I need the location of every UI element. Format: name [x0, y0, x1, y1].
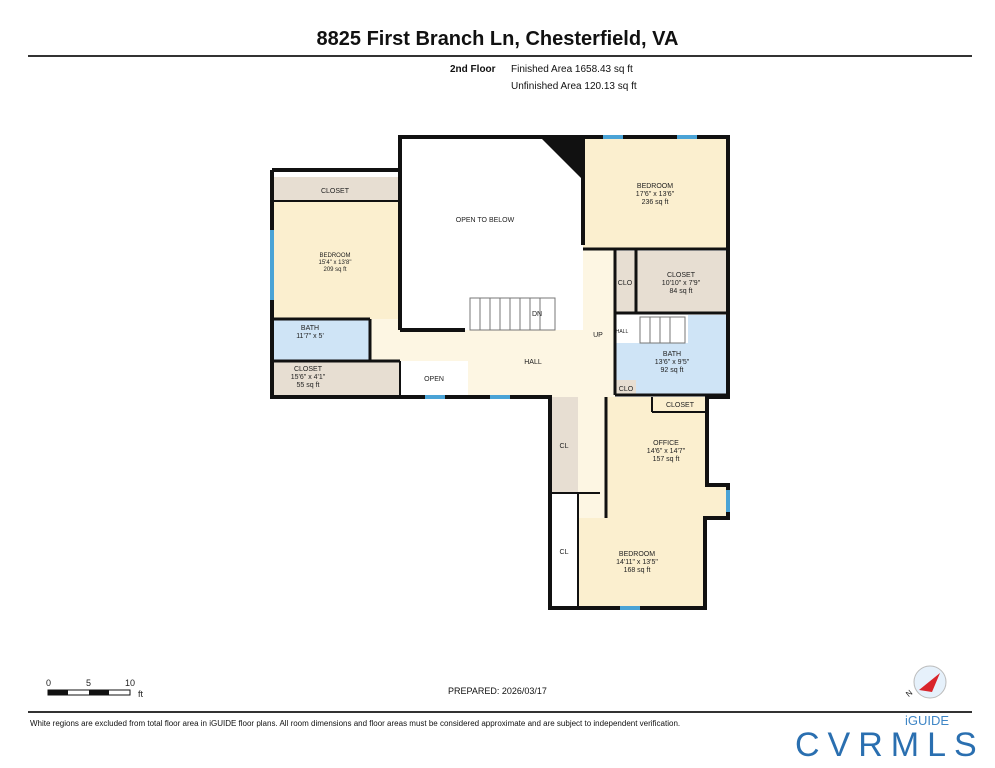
finished-area: Finished Area 1658.43 sq ft — [511, 64, 633, 75]
room-dims: 14'11" x 13'5" — [616, 559, 658, 566]
page-title: 8825 First Branch Ln, Chesterfield, VA — [316, 28, 679, 50]
bottom-divider — [28, 711, 972, 713]
room-label: BATH — [301, 325, 319, 332]
closet-left-area — [272, 361, 400, 397]
room-label: BEDROOM — [619, 551, 655, 558]
bath-left-area — [272, 319, 370, 361]
disclaimer: White regions are excluded from total fl… — [30, 719, 681, 728]
room-label: HALL — [616, 329, 629, 335]
room-dims: 10'10" x 7'9" — [662, 280, 701, 287]
scale-label: 0 — [46, 678, 51, 688]
room-label: CLO — [619, 386, 634, 393]
room-label: OFFICE — [653, 440, 679, 447]
windows — [270, 135, 730, 610]
room-dims: 17'6" x 13'6" — [636, 191, 675, 198]
room-label: BEDROOM — [319, 253, 350, 259]
scale-label: 5 — [86, 678, 91, 688]
floor-name: 2nd Floor — [450, 64, 496, 75]
compass-label: N — [904, 688, 914, 699]
scale-unit: ft — [138, 689, 144, 699]
prepared-date: PREPARED: 2026/03/17 — [448, 686, 547, 696]
unfinished-area: Unfinished Area 120.13 sq ft — [511, 81, 637, 92]
chimney — [540, 137, 583, 180]
bedroom-top-right-area — [583, 137, 728, 249]
bedroom-left-area — [272, 201, 400, 319]
room-area: 209 sq ft — [323, 267, 346, 273]
room-label: CLO — [618, 280, 633, 287]
open-to-below-area — [400, 137, 583, 330]
top-divider — [28, 55, 972, 57]
room-area: 168 sq ft — [624, 567, 651, 574]
room-area: 92 sq ft — [661, 367, 684, 374]
iguide-logo: iGUIDE — [905, 713, 950, 728]
stair-label: UP — [593, 332, 603, 339]
cvrmls-logo: CVRMLS — [795, 726, 985, 764]
room-label: CL — [560, 549, 569, 556]
open-area — [400, 361, 468, 397]
scale-bar: 0 5 10 ft — [46, 678, 144, 699]
compass-icon: N — [904, 665, 947, 699]
room-area: 84 sq ft — [670, 288, 693, 295]
room-label: CL — [560, 443, 569, 450]
room-label: CLOSET — [321, 188, 350, 195]
room-dims: 15'6" x 4'1" — [291, 374, 326, 381]
stair-label: DN — [532, 311, 542, 318]
bedroom-bottom-area — [578, 518, 705, 608]
room-label: BEDROOM — [637, 183, 673, 190]
room-area: 157 sq ft — [653, 456, 680, 463]
room-dims: 13'6" x 9'5" — [655, 359, 690, 366]
closet-right-area — [637, 251, 728, 313]
room-dims: 14'6" x 14'7" — [647, 448, 686, 455]
room-label: CLOSET — [666, 402, 695, 409]
room-area: 236 sq ft — [642, 199, 669, 206]
room-label: BATH — [663, 351, 681, 358]
room-dims: 15'4" x 13'8" — [319, 260, 352, 266]
room-label: OPEN TO BELOW — [456, 217, 515, 224]
room-area: 55 sq ft — [297, 382, 320, 389]
room-label: OPEN — [424, 376, 444, 383]
office-area — [606, 397, 728, 518]
room-label: HALL — [524, 359, 542, 366]
room-dims: 11'7" x 5' — [296, 333, 324, 340]
scale-label: 10 — [125, 678, 135, 688]
room-label: CLOSET — [667, 272, 696, 279]
closet-top-left-area — [272, 177, 400, 201]
room-label: CLOSET — [294, 366, 323, 373]
